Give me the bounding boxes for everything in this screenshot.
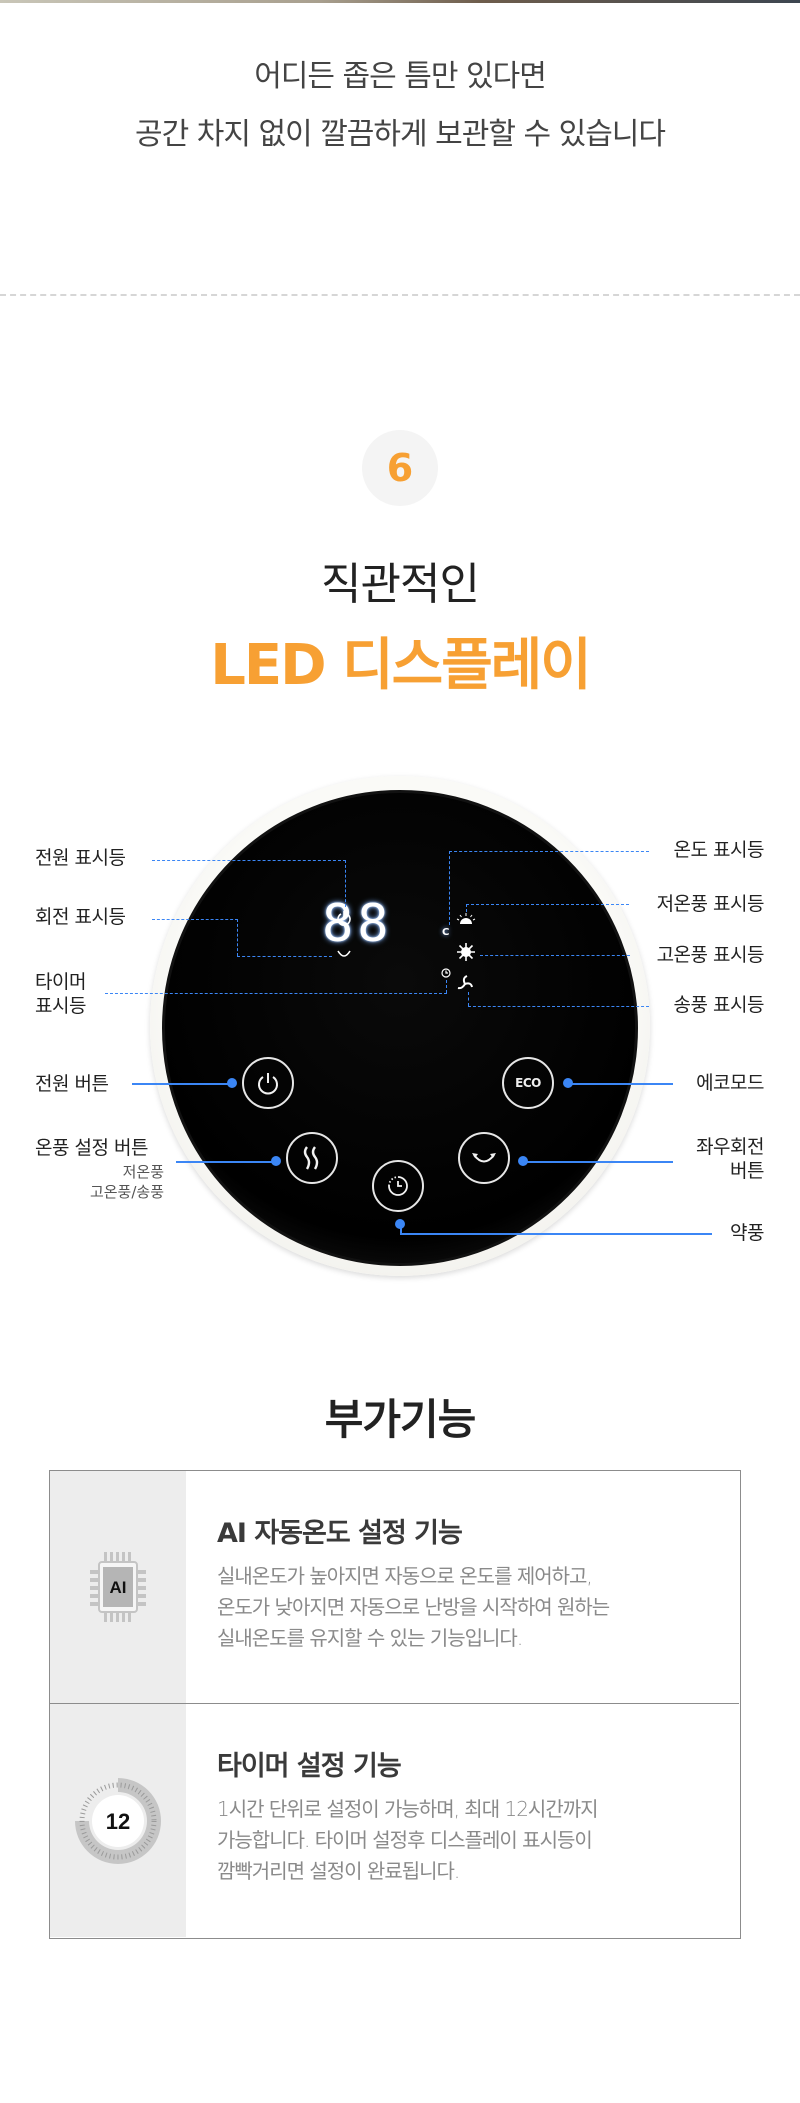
leader-rotate-button — [523, 1161, 673, 1163]
leader-timer-indicator-v — [446, 980, 447, 993]
label-rotate-line2: 버튼 — [730, 1160, 764, 1182]
label-timer-indicator: 타이머 표시등 — [35, 970, 86, 1018]
feature-item-ai: AI AI 자동온도 설정 기능 실내온도가 높아지면 자동으로 온도를 제어하… — [50, 1471, 739, 1703]
leader-low-heat-indicator — [466, 904, 629, 905]
svg-text:12: 12 — [106, 1809, 130, 1834]
eco-mode-button[interactable]: ECO — [502, 1057, 554, 1109]
previous-image-edge — [0, 0, 800, 3]
feature-desc-line: 실내온도가 높아지면 자동으로 온도를 제어하고, — [217, 1564, 593, 1588]
feature-description: 1시간 단위로 설정이 가능하며, 최대 12시간까지 가능합니다. 타이머 설… — [217, 1794, 599, 1887]
feature-heading: 타이머 설정 기능 — [217, 1751, 402, 1782]
fan-indicator-icon — [456, 975, 474, 997]
svg-text:AI: AI — [110, 1578, 127, 1597]
label-heat-mode-sub2: 고온풍/송풍 — [89, 1183, 164, 1201]
feature-text: 타이머 설정 기능 1시간 단위로 설정이 가능하며, 최대 12시간까지 가능… — [186, 1704, 599, 1937]
rotate-button[interactable] — [458, 1132, 510, 1184]
feature-desc-line: 깜빡거리면 설정이 완료됩니다. — [217, 1859, 460, 1883]
label-low-heat-indicator: 저온풍 표시등 — [656, 893, 765, 915]
label-heat-mode-sub1: 저온풍 — [122, 1163, 164, 1181]
feature-desc-line: 가능합니다. 타이머 설정후 디스플레이 표시등이 — [217, 1828, 593, 1852]
label-power-indicator: 전원 표시등 — [35, 847, 126, 869]
timer-dial-icon: 12 — [75, 1777, 161, 1864]
led-digits: 88 — [322, 894, 393, 954]
feature-desc-line: 온도가 낮아지면 자동으로 난방을 시작하여 원하는 — [217, 1595, 610, 1619]
label-eco-button: 에코모드 — [696, 1072, 764, 1094]
section-subtitle: 직관적인 — [321, 559, 480, 610]
leader-power-indicator — [152, 860, 346, 861]
power-indicator-icon — [337, 910, 351, 930]
leader-power-indicator-v — [345, 860, 346, 907]
leader-timer-button — [400, 1233, 712, 1235]
label-high-heat-indicator: 고온풍 표시등 — [656, 944, 765, 966]
features-title: 부가기능 — [324, 1395, 477, 1444]
label-rotation-indicator: 회전 표시등 — [35, 906, 126, 928]
eco-icon: ECO — [515, 1076, 541, 1090]
label-timer-button: 약풍 — [730, 1222, 764, 1244]
leader-fan-indicator — [468, 1006, 649, 1007]
leader-rotation-indicator-h2 — [237, 956, 332, 957]
feature-description: 실내온도가 높아지면 자동으로 온도를 제어하고, 온도가 낮아지면 자동으로 … — [217, 1561, 610, 1654]
feature-desc-line: 1시간 단위로 설정이 가능하며, 최대 12시간까지 — [217, 1797, 599, 1821]
label-temp-indicator: 온도 표시등 — [673, 839, 765, 861]
feature-icon-column: AI — [50, 1471, 186, 1703]
feature-item-timer: 12 타이머 설정 기능 1시간 단위로 설정이 가능하며, 최대 12시간까지… — [50, 1703, 739, 1937]
feature-desc-line: 실내온도를 유지할 수 있는 기능입니다. — [217, 1626, 523, 1650]
label-timer-indicator-line2: 표시등 — [35, 995, 86, 1017]
intro-text: 어디든 좁은 틈만 있다면 공간 차지 없이 깔끔하게 보관할 수 있습니다 — [0, 48, 800, 164]
dot-heat-mode-button — [271, 1156, 281, 1166]
timer-icon — [388, 1176, 408, 1196]
feature-text: AI 자동온도 설정 기능 실내온도가 높아지면 자동으로 온도를 제어하고, … — [186, 1471, 610, 1703]
power-button[interactable] — [242, 1057, 294, 1109]
dot-power-button — [227, 1078, 237, 1088]
leader-high-heat-indicator — [480, 955, 630, 956]
label-heat-mode-button: 온풍 설정 버튼 — [35, 1137, 148, 1159]
timer-indicator-icon — [441, 963, 451, 982]
label-fan-indicator: 송풍 표시등 — [673, 994, 765, 1016]
intro-line-1: 어디든 좁은 틈만 있다면 — [254, 59, 547, 94]
leader-timer-indicator — [105, 993, 447, 994]
leader-power-button — [132, 1083, 232, 1085]
ai-chip-icon: AI — [90, 1552, 146, 1622]
label-timer-indicator-line1: 타이머 — [35, 971, 86, 993]
step-number-badge: 6 — [362, 430, 438, 506]
heat-waves-icon — [303, 1146, 319, 1170]
label-rotate-button: 좌우회전 버튼 — [696, 1135, 764, 1183]
section-divider — [0, 294, 800, 296]
leader-timer-button-v — [400, 1224, 402, 1234]
timer-button[interactable] — [372, 1160, 424, 1212]
rotate-arrows-icon — [472, 1153, 496, 1163]
label-power-button: 전원 버튼 — [35, 1073, 109, 1095]
leader-eco-button — [568, 1083, 673, 1085]
low-heat-indicator-icon — [456, 910, 476, 929]
feature-icon-column: 12 — [50, 1704, 186, 1937]
high-heat-indicator-icon — [456, 942, 476, 966]
intro-line-2: 공간 차지 없이 깔끔하게 보관할 수 있습니다 — [134, 117, 666, 152]
leader-rotation-indicator — [152, 919, 238, 920]
heat-mode-button[interactable] — [286, 1132, 338, 1184]
section-title: LED 디스플레이 — [210, 633, 592, 698]
features-box: AI AI 자동온도 설정 기능 실내온도가 높아지면 자동으로 온도를 제어하… — [49, 1470, 741, 1939]
power-icon — [258, 1073, 278, 1095]
leader-temp-indicator-v — [449, 851, 450, 925]
leader-fan-indicator-v — [468, 992, 469, 1006]
feature-heading: AI 자동온도 설정 기능 — [217, 1518, 463, 1549]
leader-heat-mode-button — [176, 1161, 276, 1163]
label-rotate-line1: 좌우회전 — [696, 1136, 764, 1158]
leader-rotation-indicator-v — [237, 919, 238, 956]
rotation-indicator-icon — [336, 944, 352, 963]
celsius-indicator-icon: C — [442, 927, 450, 938]
leader-low-heat-indicator-v — [466, 904, 467, 912]
leader-temp-indicator — [449, 851, 649, 852]
